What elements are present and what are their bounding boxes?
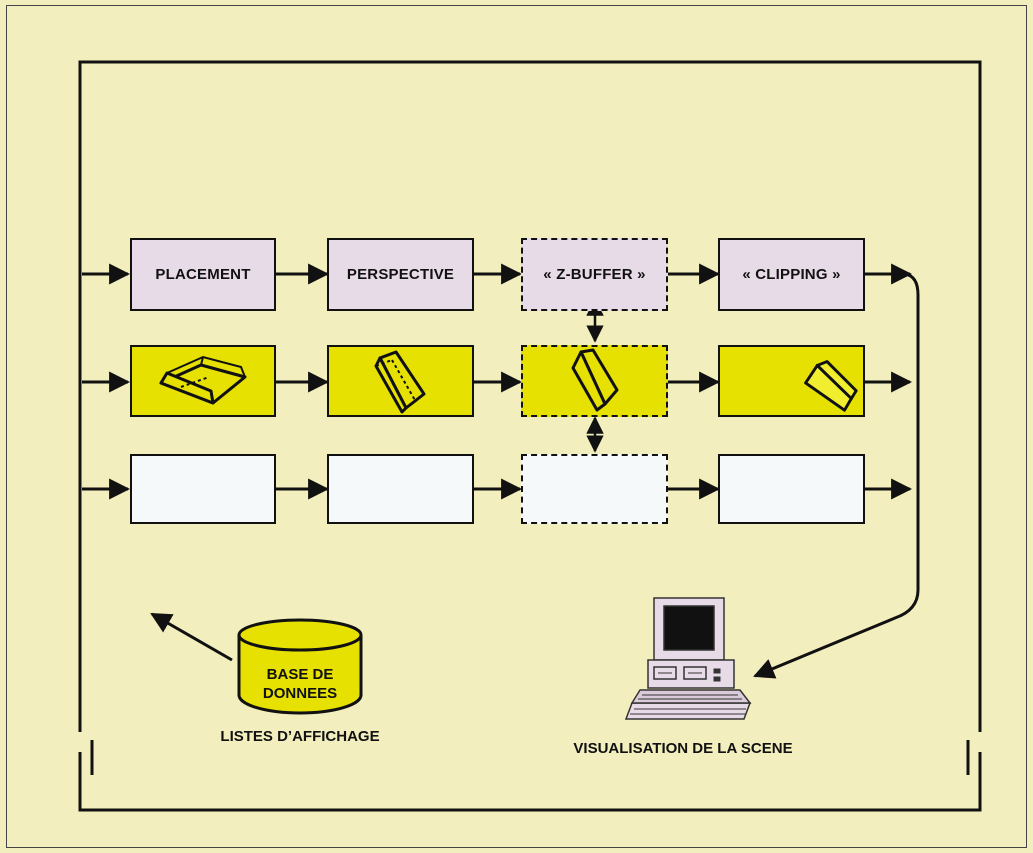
placed-box-icon: [159, 355, 247, 405]
stage-label: « Z-BUFFER »: [543, 266, 646, 283]
loop-frame: [78, 60, 982, 812]
database-label-line2: DONNEES: [262, 685, 338, 702]
stage-clipping: « CLIPPING »: [718, 238, 865, 311]
zbuffer-box-icon: [571, 348, 618, 412]
empty-cell-perspective: [327, 454, 474, 524]
geometry-clipping: [718, 345, 865, 417]
stage-zbuffer: « Z-BUFFER »: [521, 238, 668, 311]
empty-cell-zbuffer: [521, 454, 668, 524]
geometry-zbuffer: [521, 345, 668, 417]
database-caption: LISTES D’AFFICHAGE: [220, 728, 380, 745]
empty-cell-placement: [130, 454, 276, 524]
clipped-box-icon: [804, 360, 858, 412]
stage-label: « CLIPPING »: [742, 266, 841, 283]
empty-cell-clipping: [718, 454, 865, 524]
stage-perspective: PERSPECTIVE: [327, 238, 474, 311]
stage-label: PERSPECTIVE: [346, 266, 455, 283]
database-cylinder-icon: [237, 618, 363, 715]
display-caption: VISUALISATION DE LA SCENE: [573, 740, 793, 757]
geometry-perspective: [327, 345, 474, 417]
outer-frame: [6, 5, 1027, 848]
stage-label: PLACEMENT: [155, 266, 251, 283]
geometry-placement: [130, 345, 276, 417]
database-label-line1: BASE DE: [266, 666, 334, 683]
arrow-database-to-pipeline: [150, 612, 233, 662]
stage-placement: PLACEMENT: [130, 238, 276, 311]
arrow-pipeline-to-display: [753, 272, 920, 679]
computer-icon: [624, 597, 752, 720]
perspective-box-icon: [374, 350, 425, 414]
database-label: BASE DE DONNEES: [245, 665, 355, 703]
